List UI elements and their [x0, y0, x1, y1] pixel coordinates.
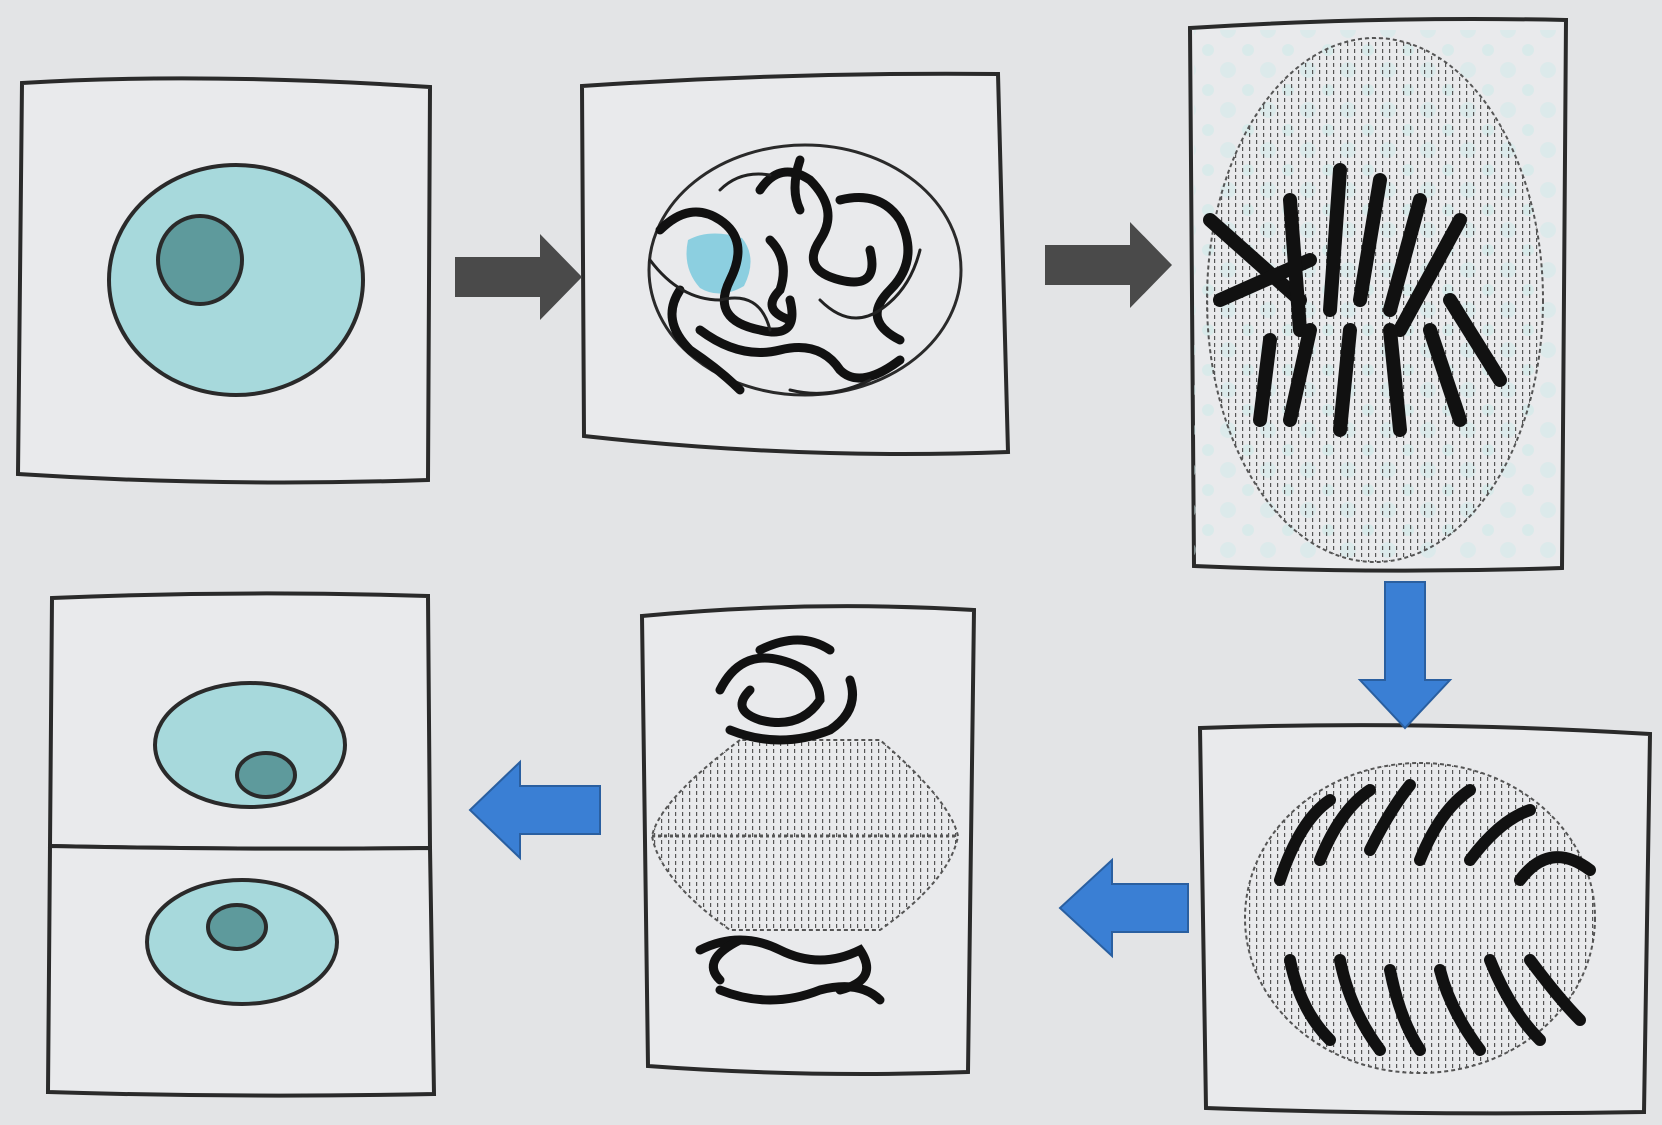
arrow-left-icon [470, 762, 600, 858]
panel-telophase [642, 606, 974, 1074]
arrow-anaphase-to-telophase [1058, 860, 1188, 956]
mitotic-spindle [1245, 763, 1595, 1073]
panel-anaphase [1200, 725, 1650, 1113]
interphase-cell-icon [109, 165, 363, 395]
daughter-nucleus-bottom [208, 905, 266, 949]
mitotic-spindle [1207, 38, 1543, 562]
panel-cytokinesis [48, 593, 434, 1095]
arrow-right-icon [1045, 222, 1172, 308]
panel-prophase [582, 74, 1008, 454]
anaphase-cell-icon [1245, 763, 1595, 1073]
daughter-nucleus-top [237, 753, 295, 797]
arrow-prophase-to-metaphase [1045, 222, 1172, 308]
arrow-telophase-to-cytokinesis [470, 762, 600, 858]
nucleus [158, 216, 242, 304]
arrow-metaphase-to-anaphase [1360, 582, 1450, 728]
arrow-down-icon [1360, 582, 1450, 728]
arrow-left-icon-final [1060, 860, 1188, 956]
panel-interphase [18, 78, 430, 482]
panel-metaphase [1190, 19, 1566, 571]
arrow-interphase-to-prophase [455, 234, 582, 320]
prophase-cell-icon [649, 145, 961, 395]
metaphase-cell-icon [1207, 38, 1543, 562]
arrow-right-icon [455, 234, 582, 320]
